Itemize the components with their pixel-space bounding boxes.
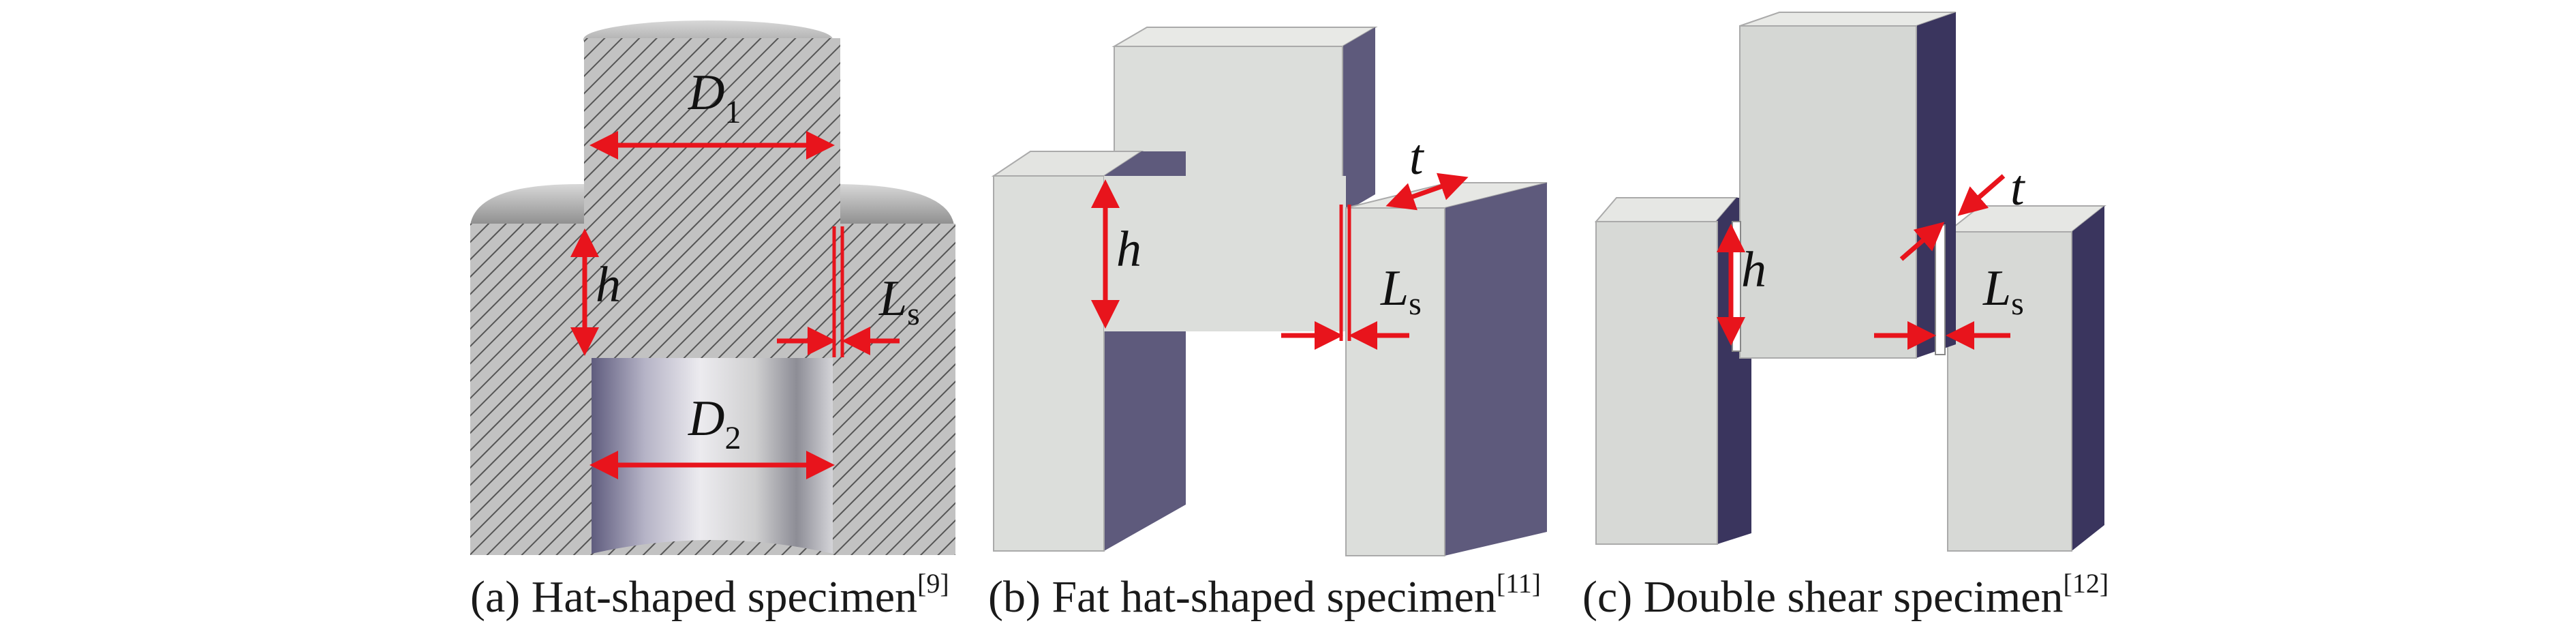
ls-label: Ls: [878, 271, 920, 332]
center-tall-front: [1739, 25, 1917, 359]
panel-b-fat-hat-shaped-specimen: h t Ls (b) Fat hat-shaped specimen[11]: [988, 27, 1548, 622]
center-block-top: [1111, 27, 1378, 47]
right-leg-side: [1445, 183, 1547, 556]
ls-label: Ls: [1380, 260, 1422, 322]
t-label: t: [1409, 130, 1425, 185]
t-label: t: [2010, 160, 2026, 216]
ls-label: Ls: [1982, 260, 2024, 322]
right-block-front: [1947, 231, 2072, 552]
h-label: h: [1741, 242, 1766, 298]
left-leg-front: [993, 175, 1105, 552]
caption-b: (b) Fat hat-shaped specimen[11]: [988, 568, 1541, 622]
left-block-top: [1594, 197, 1738, 222]
inner-bore: [592, 358, 833, 554]
center-block-side: [1343, 27, 1375, 213]
h-label: h: [596, 257, 621, 313]
center-tall-side: [1916, 12, 1956, 358]
panel-a-hat-shaped-specimen: D1 h Ls D2 (a) Hat-shaped specimen[9]: [470, 20, 955, 622]
shear-gap-left: [1732, 221, 1741, 352]
center-block-lower: [1104, 176, 1346, 331]
right-block-side: [2072, 206, 2104, 551]
d2-label: D2: [688, 391, 741, 456]
t-arrow-upper: [1957, 174, 2006, 216]
caption-a: (a) Hat-shaped specimen[9]: [470, 568, 949, 622]
t-dimension-arrow: [1385, 173, 1469, 211]
h-label: h: [1116, 222, 1141, 278]
d1-label: D1: [688, 65, 741, 130]
shear-gap-right: [1935, 224, 1946, 355]
caption-c: (c) Double shear specimen[12]: [1582, 568, 2109, 622]
left-block-front: [1595, 221, 1718, 545]
t-arrow-lower: [1899, 222, 1945, 261]
panel-c-double-shear-specimen: h t Ls (c) Double shear specimen[12]: [1582, 12, 2109, 622]
